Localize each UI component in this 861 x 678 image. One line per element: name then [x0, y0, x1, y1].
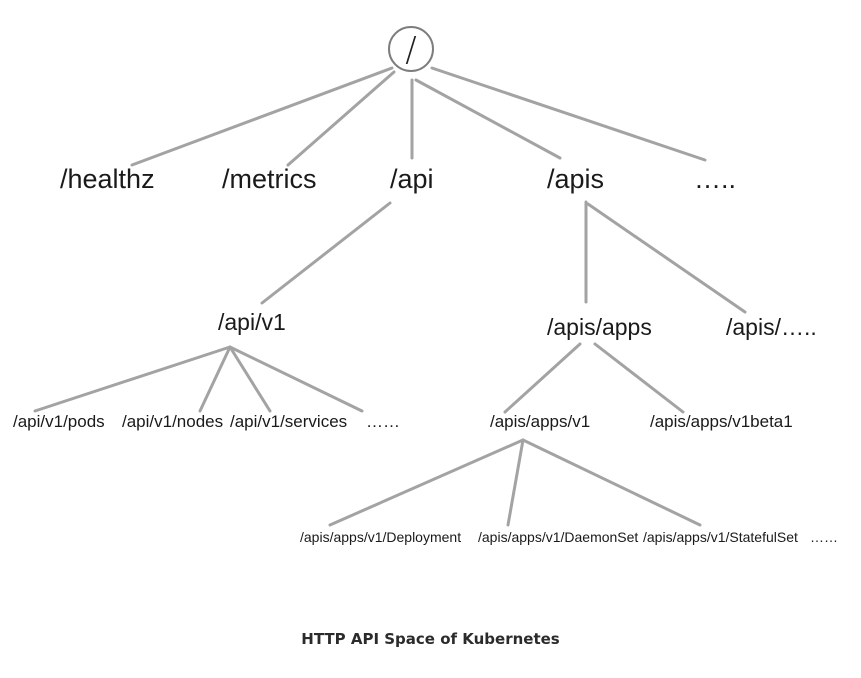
edge-apiv1-more: [228, 345, 364, 413]
edge-apiv1-pods: [33, 345, 232, 413]
node-api-v1-nodes: /api/v1/nodes: [122, 412, 223, 431]
edges-level1: [260, 200, 747, 314]
node-deployment: /apis/apps/v1/Deployment: [300, 529, 461, 545]
node-api-v1-services: /api/v1/services: [230, 412, 347, 431]
root-circle: [388, 26, 434, 72]
edge-apisapps-v1: [503, 342, 582, 414]
edges-root: [130, 66, 707, 167]
edge-apis-apismore: [586, 202, 747, 314]
edge-apiv1-services: [228, 345, 272, 413]
node-apis: /apis: [547, 164, 604, 194]
root-label: /: [405, 30, 416, 70]
edge-v1-statefulset: [521, 438, 702, 527]
figure-caption: HTTP API Space of Kubernetes: [301, 630, 560, 648]
edge-root-healthz: [130, 66, 394, 167]
node-apis-apps: /apis/apps: [547, 314, 652, 340]
node-statefulset: /apis/apps/v1/StatefulSet: [643, 529, 798, 545]
edge-apiv1-nodes: [198, 345, 232, 413]
node-daemonset: /apis/apps/v1/DaemonSet: [478, 529, 638, 545]
node-api: /api: [390, 164, 434, 194]
node-apis-apps-v1: /apis/apps/v1: [490, 412, 590, 431]
edge-v1-daemonset: [506, 438, 525, 527]
edges-level3: [328, 438, 702, 527]
edge-v1-deployment: [328, 438, 525, 527]
node-level4-more: ……: [810, 529, 838, 545]
node-level1-more: …..: [694, 164, 736, 194]
root-node: /: [388, 26, 434, 72]
node-api-v1-more: ……: [366, 412, 400, 431]
node-apis-more: /apis/…..: [726, 314, 817, 340]
node-metrics: /metrics: [222, 164, 317, 194]
edges-level2: [33, 342, 685, 414]
node-api-v1-pods: /api/v1/pods: [13, 412, 105, 431]
edge-root-apis: [414, 78, 562, 160]
edge-root-more: [430, 66, 707, 162]
node-healthz: /healthz: [60, 164, 155, 194]
edge-api-apiv1: [260, 201, 392, 305]
edge-apisapps-v1beta1: [593, 342, 685, 414]
api-tree-diagram: / /healthz /metrics /api /apis ….. /api/…: [13, 26, 838, 545]
node-api-v1: /api/v1: [218, 309, 286, 335]
node-apis-apps-v1beta1: /apis/apps/v1beta1: [650, 412, 793, 431]
edge-root-metrics: [286, 70, 396, 167]
